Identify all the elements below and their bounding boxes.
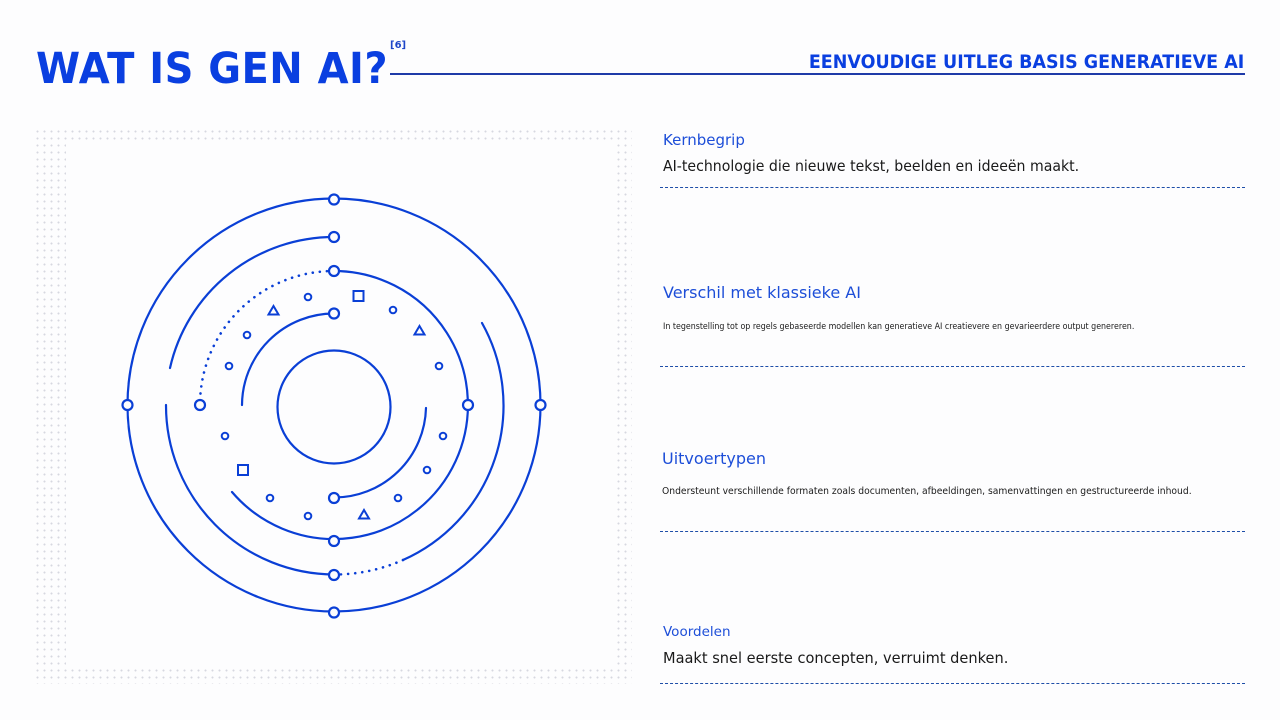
page-title: WAT IS GEN AI? bbox=[36, 44, 389, 94]
page-subtitle: EENVOUDIGE UITLEG BASIS GENERATIEVE AI bbox=[808, 51, 1244, 73]
section-divider bbox=[660, 366, 1245, 367]
section-body: Ondersteunt verschillende formaten zoals… bbox=[662, 486, 1192, 497]
section-divider bbox=[660, 683, 1245, 684]
slide-number: [6] bbox=[390, 40, 407, 51]
graphic-panel bbox=[66, 144, 614, 668]
section-heading: Voordelen bbox=[663, 624, 731, 640]
section-divider bbox=[660, 187, 1245, 188]
section-heading: Kernbegrip bbox=[663, 131, 745, 149]
section-body: In tegenstelling tot op regels gebaseerd… bbox=[663, 322, 1135, 332]
section-heading: Uitvoertypen bbox=[662, 449, 766, 468]
header-divider bbox=[390, 73, 1245, 75]
section-body: Maakt snel eerste concepten, verruimt de… bbox=[663, 649, 1009, 667]
section-divider bbox=[660, 531, 1245, 532]
section-body: AI-technologie die nieuwe tekst, beelden… bbox=[663, 157, 1080, 175]
section-heading: Verschil met klassieke AI bbox=[663, 283, 861, 302]
